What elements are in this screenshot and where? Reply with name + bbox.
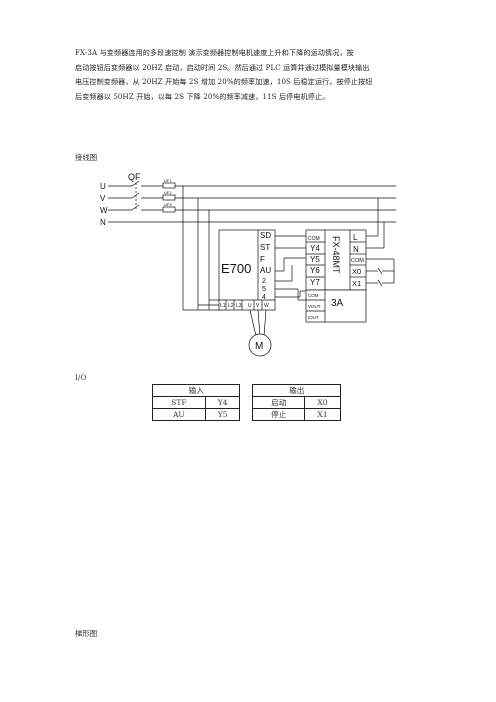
inv-terminal-2: 2 bbox=[262, 278, 266, 285]
breaker-label: QF bbox=[128, 172, 141, 182]
inverter-name: E700 bbox=[221, 261, 251, 276]
motor-symbol bbox=[248, 333, 272, 357]
io-output-header: 输出 bbox=[252, 384, 341, 397]
fuse-group: UF1 UF2 UF3 bbox=[162, 178, 176, 213]
plc-term-x0: X0 bbox=[352, 267, 361, 276]
module-pin-vout: VOUT bbox=[308, 304, 321, 309]
inv-bottom-v: V bbox=[256, 303, 260, 309]
io-cell-out-addr: X1 bbox=[304, 408, 341, 421]
ladder-diagram-title: 梯形图 bbox=[75, 629, 98, 638]
phase-label-w: W bbox=[100, 206, 108, 215]
plc-out-com: COM bbox=[308, 236, 320, 242]
io-input-header: 输入 bbox=[151, 384, 241, 397]
module-pin-com: COM bbox=[308, 293, 319, 298]
inv-terminal-st: ST bbox=[260, 243, 270, 252]
module-pin-iout: IOUT bbox=[308, 315, 319, 320]
io-cell-out-name: 启动 bbox=[252, 396, 306, 409]
inv-bottom-l1: L1 bbox=[220, 303, 226, 309]
io-cell-out-addr: X0 bbox=[304, 396, 341, 409]
inv-bottom-l3: L3 bbox=[236, 303, 242, 309]
intro-line-1: FX-3A 与变频器连用的多段速控制 演示变频器控制电机速度上升和下降的运动情况… bbox=[75, 48, 354, 57]
phase-label-u: U bbox=[100, 182, 106, 191]
input-buttons bbox=[366, 258, 395, 287]
motor-label: M bbox=[255, 341, 263, 352]
power-bus bbox=[108, 180, 396, 223]
plc-out-y5: Y5 bbox=[310, 255, 320, 264]
plc-term-com: COM bbox=[351, 258, 364, 264]
phase-label-v: V bbox=[100, 194, 106, 203]
io-table: 输入 输出 STF Y4 启动 X0 AU Y5 停止 X1 bbox=[151, 384, 341, 421]
plc-box bbox=[305, 229, 367, 291]
table-row: AU Y5 停止 X1 bbox=[152, 408, 341, 421]
inv-bottom-l2: L2 bbox=[228, 303, 234, 309]
io-cell-in-addr: Y5 bbox=[204, 408, 241, 421]
plc-out-y6: Y6 bbox=[310, 266, 320, 275]
io-cell-out-name: 停止 bbox=[252, 408, 306, 421]
control-wires bbox=[275, 235, 306, 301]
intro-line-2: 启动按钮后变频器以 20HZ 启动，启动时间 2S。然后通过 PLC 运算并通过… bbox=[75, 62, 370, 72]
inverter-feed-wires bbox=[182, 186, 238, 311]
plc-out-y7: Y7 bbox=[310, 278, 320, 287]
plc-term-n: N bbox=[353, 245, 359, 254]
plc-term-x1: X1 bbox=[352, 279, 361, 288]
inv-bottom-w: W bbox=[264, 303, 269, 309]
inv-terminal-sd: SD bbox=[260, 231, 271, 240]
wiring-diagram-title: 接线图 bbox=[75, 153, 98, 162]
analog-module-box bbox=[305, 289, 367, 323]
inv-terminal-4: 4 bbox=[262, 294, 266, 301]
io-title: I/O bbox=[75, 373, 87, 382]
intro-line-3: 电压控制变频器，从 20HZ 开始每 2S 增加 20%的频率加速，10S 后稳… bbox=[75, 77, 373, 87]
fuse-label-2: UF2 bbox=[164, 190, 172, 195]
io-cell-in-addr: Y4 bbox=[204, 396, 241, 409]
inv-terminal-5: 5 bbox=[262, 286, 266, 293]
motor-wires bbox=[249, 309, 267, 337]
io-cell-in-name: AU bbox=[152, 408, 206, 421]
plc-model-label: FX-48MT bbox=[331, 236, 341, 274]
plc-term-l: L bbox=[353, 233, 358, 242]
inv-terminal-f: F bbox=[260, 255, 265, 264]
fuse-label-1: UF1 bbox=[164, 178, 172, 183]
fuse-label-3: UF3 bbox=[164, 202, 172, 207]
intro-line-4: 后变频器以 50HZ 开始，以每 2S 下降 20%的频率减速，11S 后停电机… bbox=[75, 91, 330, 101]
intro-paragraph: FX-3A 与变频器连用的多段速控制 演示变频器控制电机速度上升和下降的运动情况… bbox=[75, 46, 435, 104]
phase-label-n: N bbox=[100, 218, 106, 227]
inv-terminal-au: AU bbox=[260, 266, 271, 275]
io-cell-in-name: STF bbox=[152, 396, 206, 409]
module-label: 3A bbox=[331, 298, 344, 309]
plc-out-y4: Y4 bbox=[310, 244, 320, 253]
inverter-box bbox=[218, 229, 276, 311]
inv-bottom-u: U bbox=[248, 303, 252, 309]
